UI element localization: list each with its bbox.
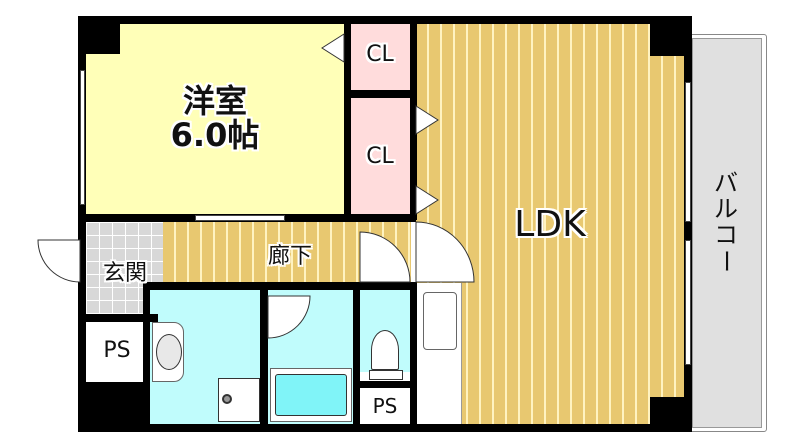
window-ldk-right-top [685,82,691,222]
wall-bottom [78,424,692,432]
drain-icon [222,394,232,404]
ldk-label: LDK [514,204,586,245]
kitchen-sink [423,292,457,350]
bath-door-icon [267,295,311,339]
ps-left-box [86,322,148,382]
closet-bottom-door2-icon [415,185,439,215]
closet-bottom-label: CL [366,144,394,169]
wash-basin-bowl [156,334,182,370]
pillar-bl [78,382,150,432]
wall-top [78,16,692,24]
ps-right-box [360,388,410,424]
closet-top-door-icon [321,33,345,63]
wall-left [78,16,86,432]
ps-right-label: PS [372,394,398,418]
wall-bath-toilet [353,282,360,432]
bathtub-basin [275,374,347,416]
toilet-bowl [371,330,399,370]
wall-entrance-right [143,282,150,322]
ldk-door-icon [415,221,475,283]
wall-toilet-ps [353,381,415,388]
wall-hall-bottom [143,282,410,290]
entrance-label: 玄関 [102,261,147,286]
window-ldk-right-bottom [685,240,691,365]
wall-wash-bath [260,282,268,432]
balcony-label: バ ル コ ー [712,169,740,273]
closet-bottom-door1-icon [415,105,439,135]
wall-ps-right [143,314,150,432]
closet-bottom [350,98,410,214]
window-western-bottom [195,215,285,221]
wall-western-right [344,16,351,220]
wall-entrance-bottom [78,314,158,322]
toilet-tank [369,370,403,380]
western-room-label: 洋室 6.0帖 [170,82,260,154]
entrance-door-icon [37,239,81,283]
western-room [82,22,348,214]
wall-right [684,16,692,432]
hallway-label: 廊下 [267,244,312,269]
wall-toilet-kitchen [410,282,417,432]
closet-top-label: CL [366,42,394,67]
closet-top [350,22,410,92]
wall-ldk-left [410,16,417,220]
balcony-floor [692,38,762,428]
pillar-br [650,397,692,432]
pillar-tl [78,16,120,54]
ps-left-label: PS [103,338,131,363]
pillar-tr [650,16,692,56]
wall-closet-divider [344,90,416,98]
window-western-left [80,70,85,205]
hall-toilet-door-icon [359,231,411,283]
